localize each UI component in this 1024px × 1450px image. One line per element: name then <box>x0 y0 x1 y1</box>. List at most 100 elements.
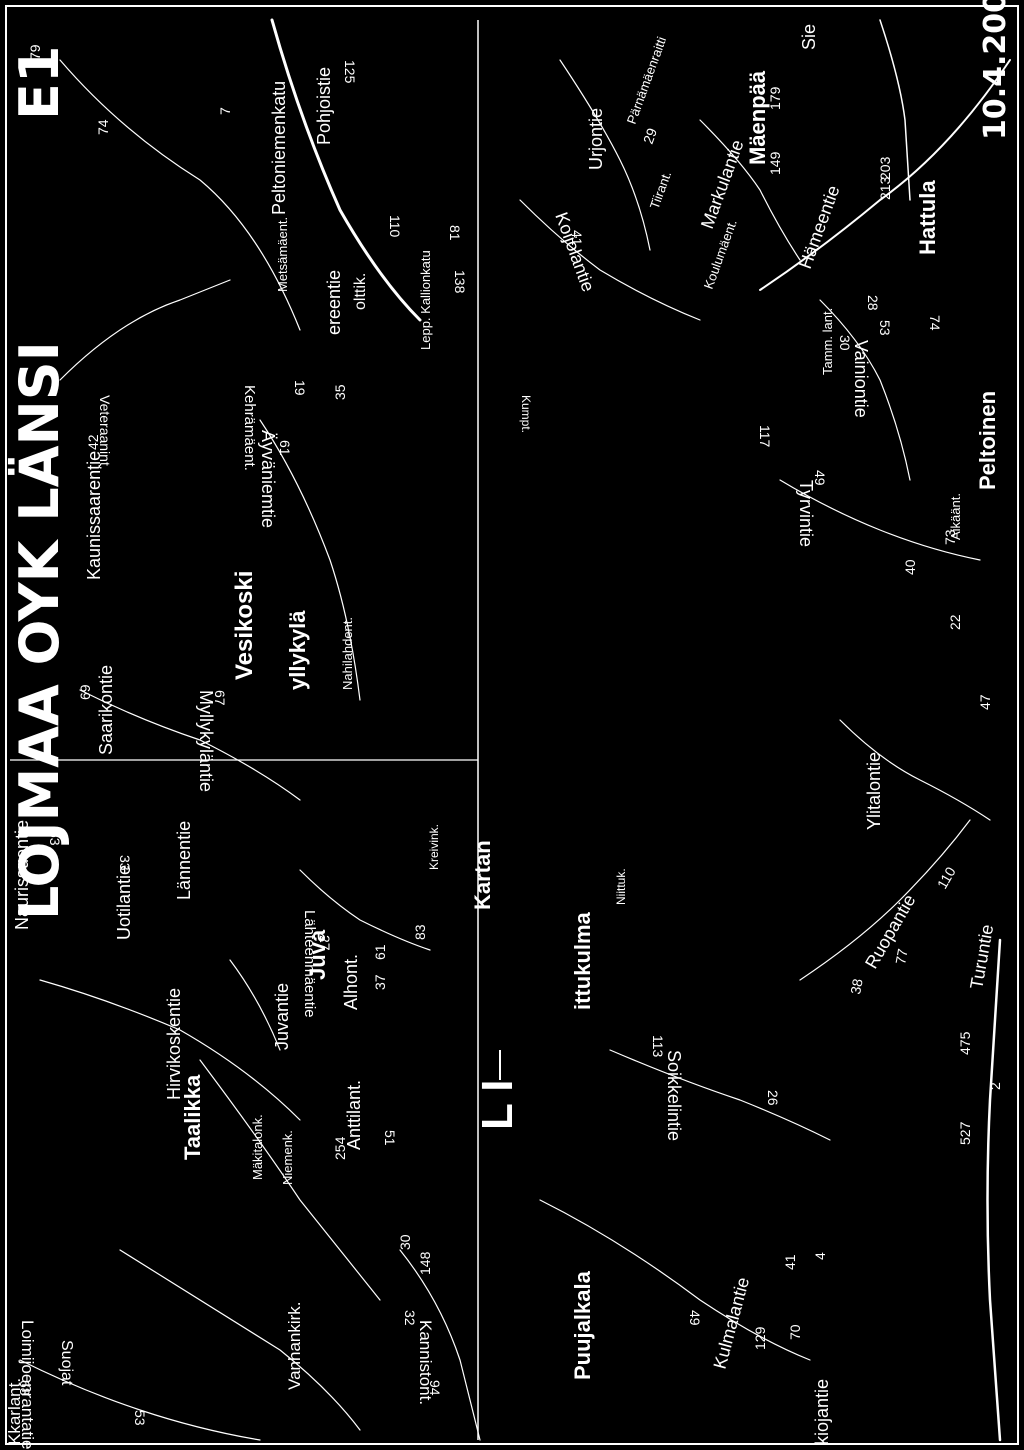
label-juvantie: Juvantie <box>272 983 292 1050</box>
number: 67 <box>212 690 228 706</box>
road-makitalonk <box>199 1059 381 1301</box>
road-ylitalontie <box>839 719 991 821</box>
road-kulmalantie <box>539 1199 811 1361</box>
place-kartano: Kartan <box>470 840 495 910</box>
number: 28 <box>865 295 881 311</box>
number: 254 <box>332 1136 348 1160</box>
label-ylitalontie: Ylitalontie <box>864 752 884 830</box>
place-peltoinen: Peltoinen <box>975 391 1000 490</box>
number: 83 <box>412 924 428 940</box>
road-203 <box>879 19 911 201</box>
place-ittukulma: ittukulma <box>570 911 595 1010</box>
number: 41 <box>569 230 585 246</box>
label-vainiontie: Vainiontie <box>851 340 871 418</box>
number: 61 <box>277 440 293 456</box>
label-nahilahdent: Nahilahdent. <box>340 617 355 690</box>
number: 68 <box>17 1380 33 1396</box>
label-tamminlant: Tamm. lant. <box>820 308 835 375</box>
label-kehramaent: Kehrämäent. <box>241 385 258 471</box>
label-kiojantie: kiojantie <box>812 1379 832 1445</box>
map-title: LOJMAA OYK LÄNSI <box>8 341 71 920</box>
road-lahteenmaentie <box>299 869 431 951</box>
number: 38 <box>847 977 865 995</box>
label-veteraanint: Veteraanint. <box>97 395 113 470</box>
road-turuntie <box>986 938 1002 1442</box>
label-ereentie: ereentie <box>324 270 344 335</box>
map-date: 10.4.2006 <box>978 0 1013 140</box>
number: 94 <box>427 1380 443 1396</box>
road-vainiontie <box>819 299 911 481</box>
place-sie: Sie <box>799 24 819 50</box>
label-leppakallionkatu: Lepp. Kallionkatu <box>418 250 433 350</box>
road-juvantie <box>229 959 281 1051</box>
label-kreivink: Kreivink. <box>427 824 441 870</box>
number: 63 <box>47 830 63 846</box>
label-saarikontie: Saarikontie <box>96 665 116 755</box>
road-hameentie <box>759 59 1011 291</box>
road-pohjoistie <box>270 18 422 322</box>
label-vanhankirk: Vanhankirk. <box>285 1301 304 1390</box>
label-myllykylantie: Myllykyläntie <box>196 690 216 792</box>
label-ayvaniemtie: Äyväniemtie <box>258 430 278 528</box>
label-loimijoenrantatie: Loimijoenrantatie <box>18 1320 37 1449</box>
number: 74 <box>95 119 111 135</box>
road-veteraanint <box>59 279 231 381</box>
number: 125 <box>342 60 358 84</box>
label-suojat: Suojat <box>58 1340 75 1386</box>
number: 29 <box>640 126 660 146</box>
road-ruopantie <box>799 819 971 981</box>
label-pohjoistie: Pohjoistie <box>314 67 334 145</box>
number: 110 <box>387 215 403 238</box>
road-soikkelintie <box>609 1049 831 1141</box>
number: 19 <box>292 380 308 396</box>
number: 40 <box>902 559 918 575</box>
road-koijolantie <box>519 199 701 321</box>
label-uotilantie: Uotilantie <box>114 865 134 940</box>
label-anttilant: Anttilant. <box>344 1080 364 1150</box>
number: 35 <box>332 384 348 400</box>
place-yllykyla: yllykylä <box>285 610 310 690</box>
number: 117 <box>757 425 773 448</box>
number: 51 <box>382 1130 398 1146</box>
road-ayvaniemtie <box>259 419 361 701</box>
number: 47 <box>977 694 993 710</box>
label-kumpt: Kumpt. <box>519 395 533 433</box>
sheet-code: E1 <box>8 46 71 120</box>
map-frame <box>5 5 1019 1445</box>
label-niittuk: Niittuk. <box>614 868 628 905</box>
number: 49 <box>687 1310 703 1326</box>
number: 7 <box>217 107 233 115</box>
number: 475 <box>957 1031 973 1055</box>
number: 69 <box>77 684 93 700</box>
number: 77 <box>892 947 910 965</box>
number: 203 <box>877 156 893 180</box>
label-tyrvintie: Tyrvintie <box>796 480 816 547</box>
road-vanhankirk <box>119 1249 361 1431</box>
number: 70 <box>787 1324 803 1340</box>
number: 32 <box>402 1310 418 1326</box>
label-urjontie: Urjontie <box>586 108 606 170</box>
number: 129 <box>752 1326 768 1350</box>
label-kkarlant: Kkarlant. <box>5 1378 24 1445</box>
number: 149 <box>767 151 783 175</box>
label-kaunissaarentie: Kaunissaarentie <box>84 451 104 580</box>
road-hirvikoskentie <box>39 979 301 1121</box>
road-tyrvintie <box>779 479 981 561</box>
label-hirvikoskentie: Hirvikoskentie <box>164 988 184 1100</box>
number: 113 <box>650 1035 666 1058</box>
label-lahteenmaentie: Lähteenmäentie <box>301 910 318 1018</box>
label-kannistont: Kannistont. <box>416 1320 435 1405</box>
label-lannentie: Lännentie <box>174 821 194 900</box>
place-juva: Juva <box>305 929 330 980</box>
place-hattula: Hattula <box>915 180 940 255</box>
number: 79 <box>27 44 43 60</box>
label-soikkelintie: Soikkelintie <box>664 1050 684 1141</box>
label-naurissuontie: Naurissuontie <box>12 820 32 930</box>
label-metsamaent: Metsämäent. <box>275 217 290 292</box>
label-olttik: olttik. <box>352 273 369 310</box>
place-puujalkala: Puujalkala <box>570 1270 595 1380</box>
number: 4 <box>812 1252 828 1260</box>
number: 37 <box>372 974 388 990</box>
road-kaunissaarentie <box>59 59 301 331</box>
